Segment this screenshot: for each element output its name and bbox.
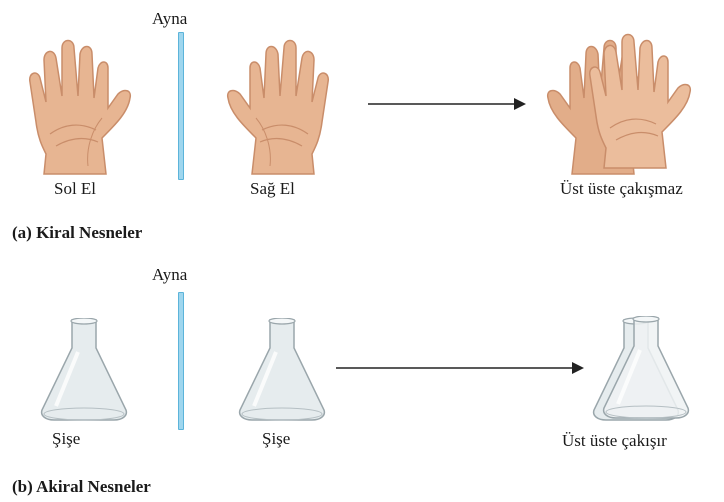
caption-chiral: (a) Kiral Nesneler [12, 224, 142, 241]
mirror-label-a: Ayna [152, 10, 187, 27]
result-label-b: Üst üste çakışır [562, 432, 667, 449]
right-hand-icon [222, 38, 350, 176]
arrow-right-icon [368, 96, 528, 112]
mirror-a [178, 32, 184, 180]
result-label-a: Üst üste çakışmaz [560, 180, 683, 197]
caption-achiral: (b) Akiral Nesneler [12, 478, 151, 495]
mirror-b [178, 292, 184, 430]
arrow-right-icon [336, 360, 586, 376]
left-hand-icon [8, 38, 136, 176]
erlenmeyer-flask-icon [234, 318, 330, 422]
overlapped-hands-icon [540, 32, 700, 178]
erlenmeyer-flask-icon [36, 318, 132, 422]
left-hand-label: Sol El [54, 180, 96, 197]
left-flask-label: Şişe [52, 430, 80, 447]
right-flask-label: Şişe [262, 430, 290, 447]
overlapped-flasks-icon [588, 316, 696, 424]
mirror-label-b: Ayna [152, 266, 187, 283]
right-hand-label: Sağ El [250, 180, 295, 197]
